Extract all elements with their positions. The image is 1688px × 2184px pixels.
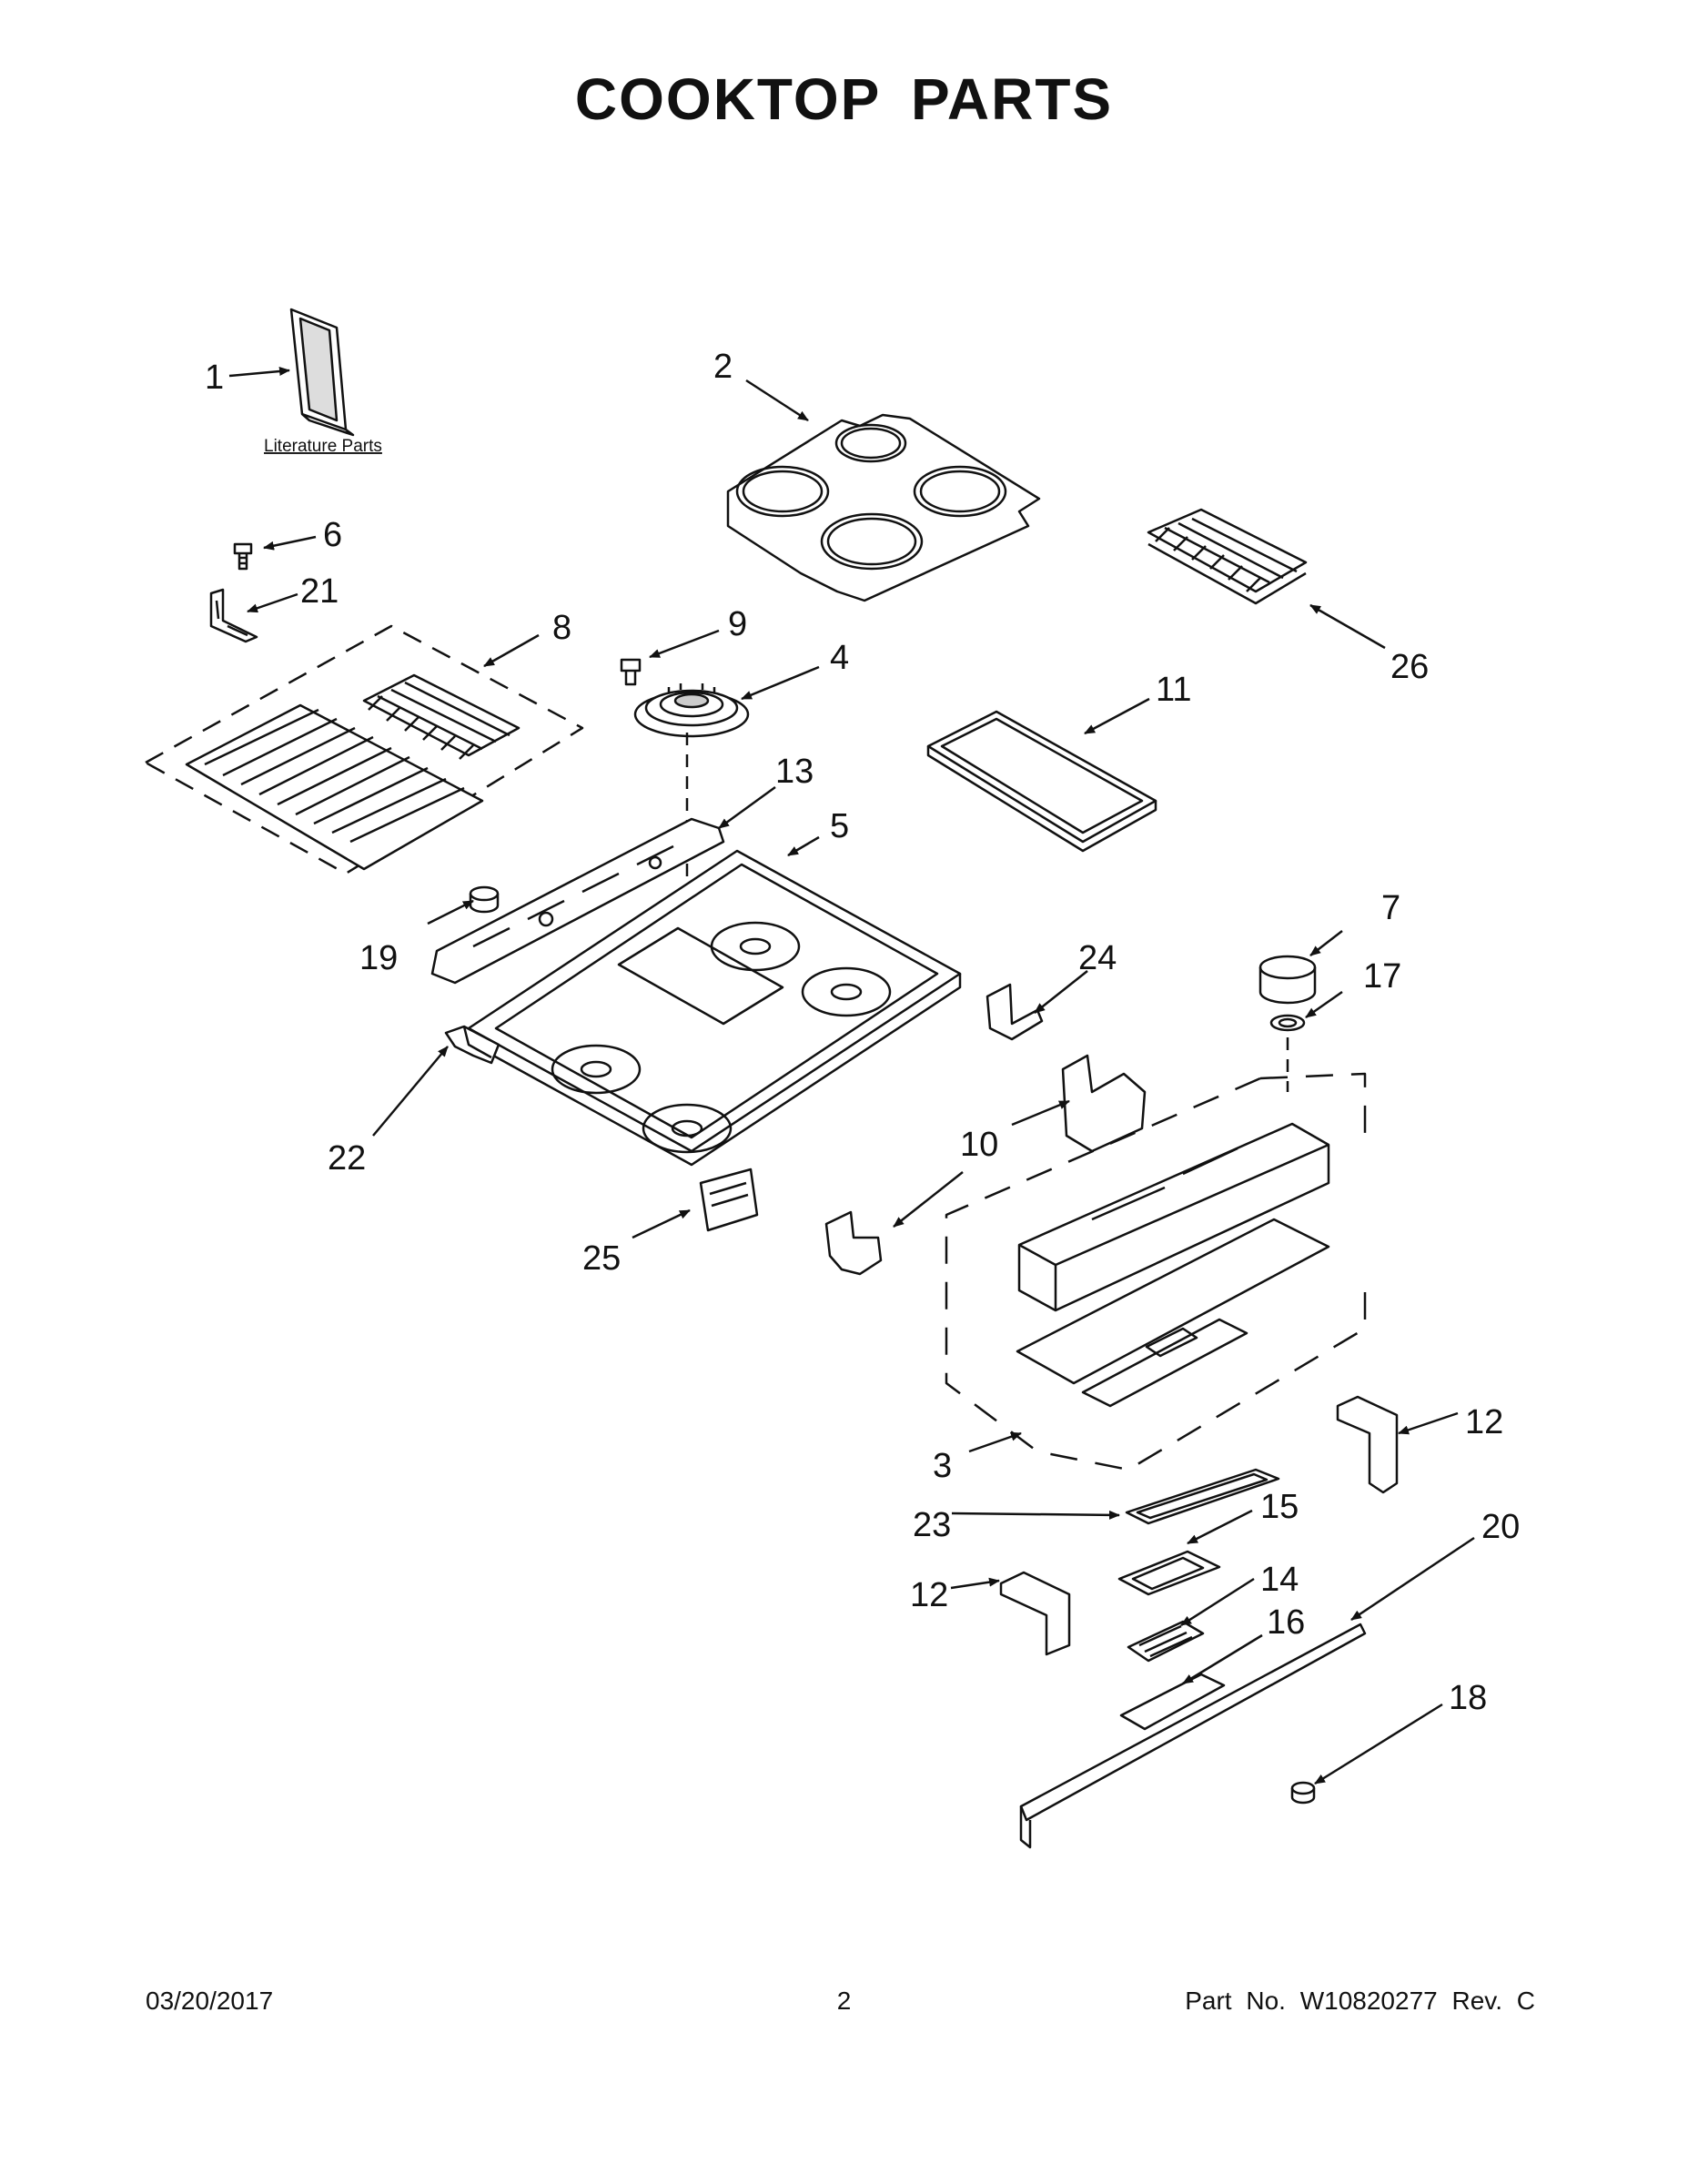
control-panel-assembly-part bbox=[945, 1072, 1367, 1471]
bracket-part bbox=[209, 588, 258, 643]
callout-13: 13 bbox=[775, 753, 814, 791]
cooktop-main-pan-part bbox=[467, 849, 962, 1167]
grate-assembly-part bbox=[144, 624, 584, 875]
callout-22: 22 bbox=[328, 1139, 366, 1178]
callout-12-right: 12 bbox=[1465, 1403, 1503, 1441]
callout-labels: 1 Literature Parts 2 6 21 8 9 4 11 26 13… bbox=[205, 348, 1520, 1717]
callout-25: 25 bbox=[582, 1239, 621, 1278]
callout-20: 20 bbox=[1481, 1508, 1520, 1546]
knob-part bbox=[1258, 955, 1317, 1005]
griddle-plate-part bbox=[926, 710, 1157, 853]
page-title: COOKTOP PARTS bbox=[574, 66, 1114, 132]
knob-ring-part bbox=[1269, 1014, 1306, 1032]
clip-part bbox=[444, 1025, 500, 1065]
trim-strip-part bbox=[1019, 1623, 1367, 1849]
callout-23: 23 bbox=[913, 1506, 951, 1544]
callout-8: 8 bbox=[552, 609, 571, 647]
callout-11: 11 bbox=[1156, 671, 1191, 709]
screw-part bbox=[233, 542, 253, 571]
callout-3: 3 bbox=[933, 1447, 952, 1485]
board-tray-part bbox=[1117, 1550, 1221, 1596]
callout-24: 24 bbox=[1078, 939, 1117, 977]
callout-12-left: 12 bbox=[910, 1576, 948, 1614]
small-knob-part bbox=[1290, 1781, 1316, 1805]
circuit-board-part bbox=[1127, 1620, 1205, 1663]
footer-page-number: 2 bbox=[836, 1987, 852, 2015]
callout-4: 4 bbox=[830, 639, 849, 677]
callout-6: 6 bbox=[323, 516, 342, 554]
callout-15: 15 bbox=[1260, 1488, 1299, 1526]
burner-rail-part bbox=[430, 817, 725, 985]
callout-21: 21 bbox=[300, 572, 339, 611]
literature-booklet-part bbox=[289, 308, 355, 437]
callout-9: 9 bbox=[728, 605, 747, 643]
callout-10: 10 bbox=[960, 1126, 998, 1164]
end-cap-part bbox=[999, 1395, 1399, 1656]
cover-plate-part bbox=[1119, 1673, 1226, 1731]
callout-19: 19 bbox=[359, 939, 398, 977]
plate-part-25 bbox=[699, 1168, 759, 1232]
bracket-part-24 bbox=[986, 983, 1044, 1041]
callout-5: 5 bbox=[830, 807, 849, 845]
gasket-frame-part bbox=[1125, 1468, 1280, 1525]
cooktop-glass-top-part bbox=[726, 413, 1041, 602]
cap-part bbox=[469, 885, 500, 914]
burner-part bbox=[633, 683, 750, 738]
callout-14: 14 bbox=[1260, 1561, 1299, 1599]
callout-1: 1 bbox=[205, 359, 224, 397]
bracket-part-10 bbox=[824, 1054, 1147, 1276]
callout-26: 26 bbox=[1390, 648, 1429, 686]
callout-7: 7 bbox=[1381, 889, 1400, 927]
callout-17: 17 bbox=[1363, 957, 1401, 996]
footer-date: 03/20/2017 bbox=[146, 1987, 274, 2015]
callout-2: 2 bbox=[713, 348, 733, 386]
screw-part-9 bbox=[620, 658, 642, 686]
grate-part bbox=[1147, 508, 1308, 605]
callout-16: 16 bbox=[1267, 1603, 1305, 1642]
callout-18: 18 bbox=[1449, 1679, 1487, 1717]
footer-part-number: Part No. W10820277 Rev. C bbox=[1185, 1987, 1535, 2015]
literature-caption: Literature Parts bbox=[264, 437, 382, 456]
